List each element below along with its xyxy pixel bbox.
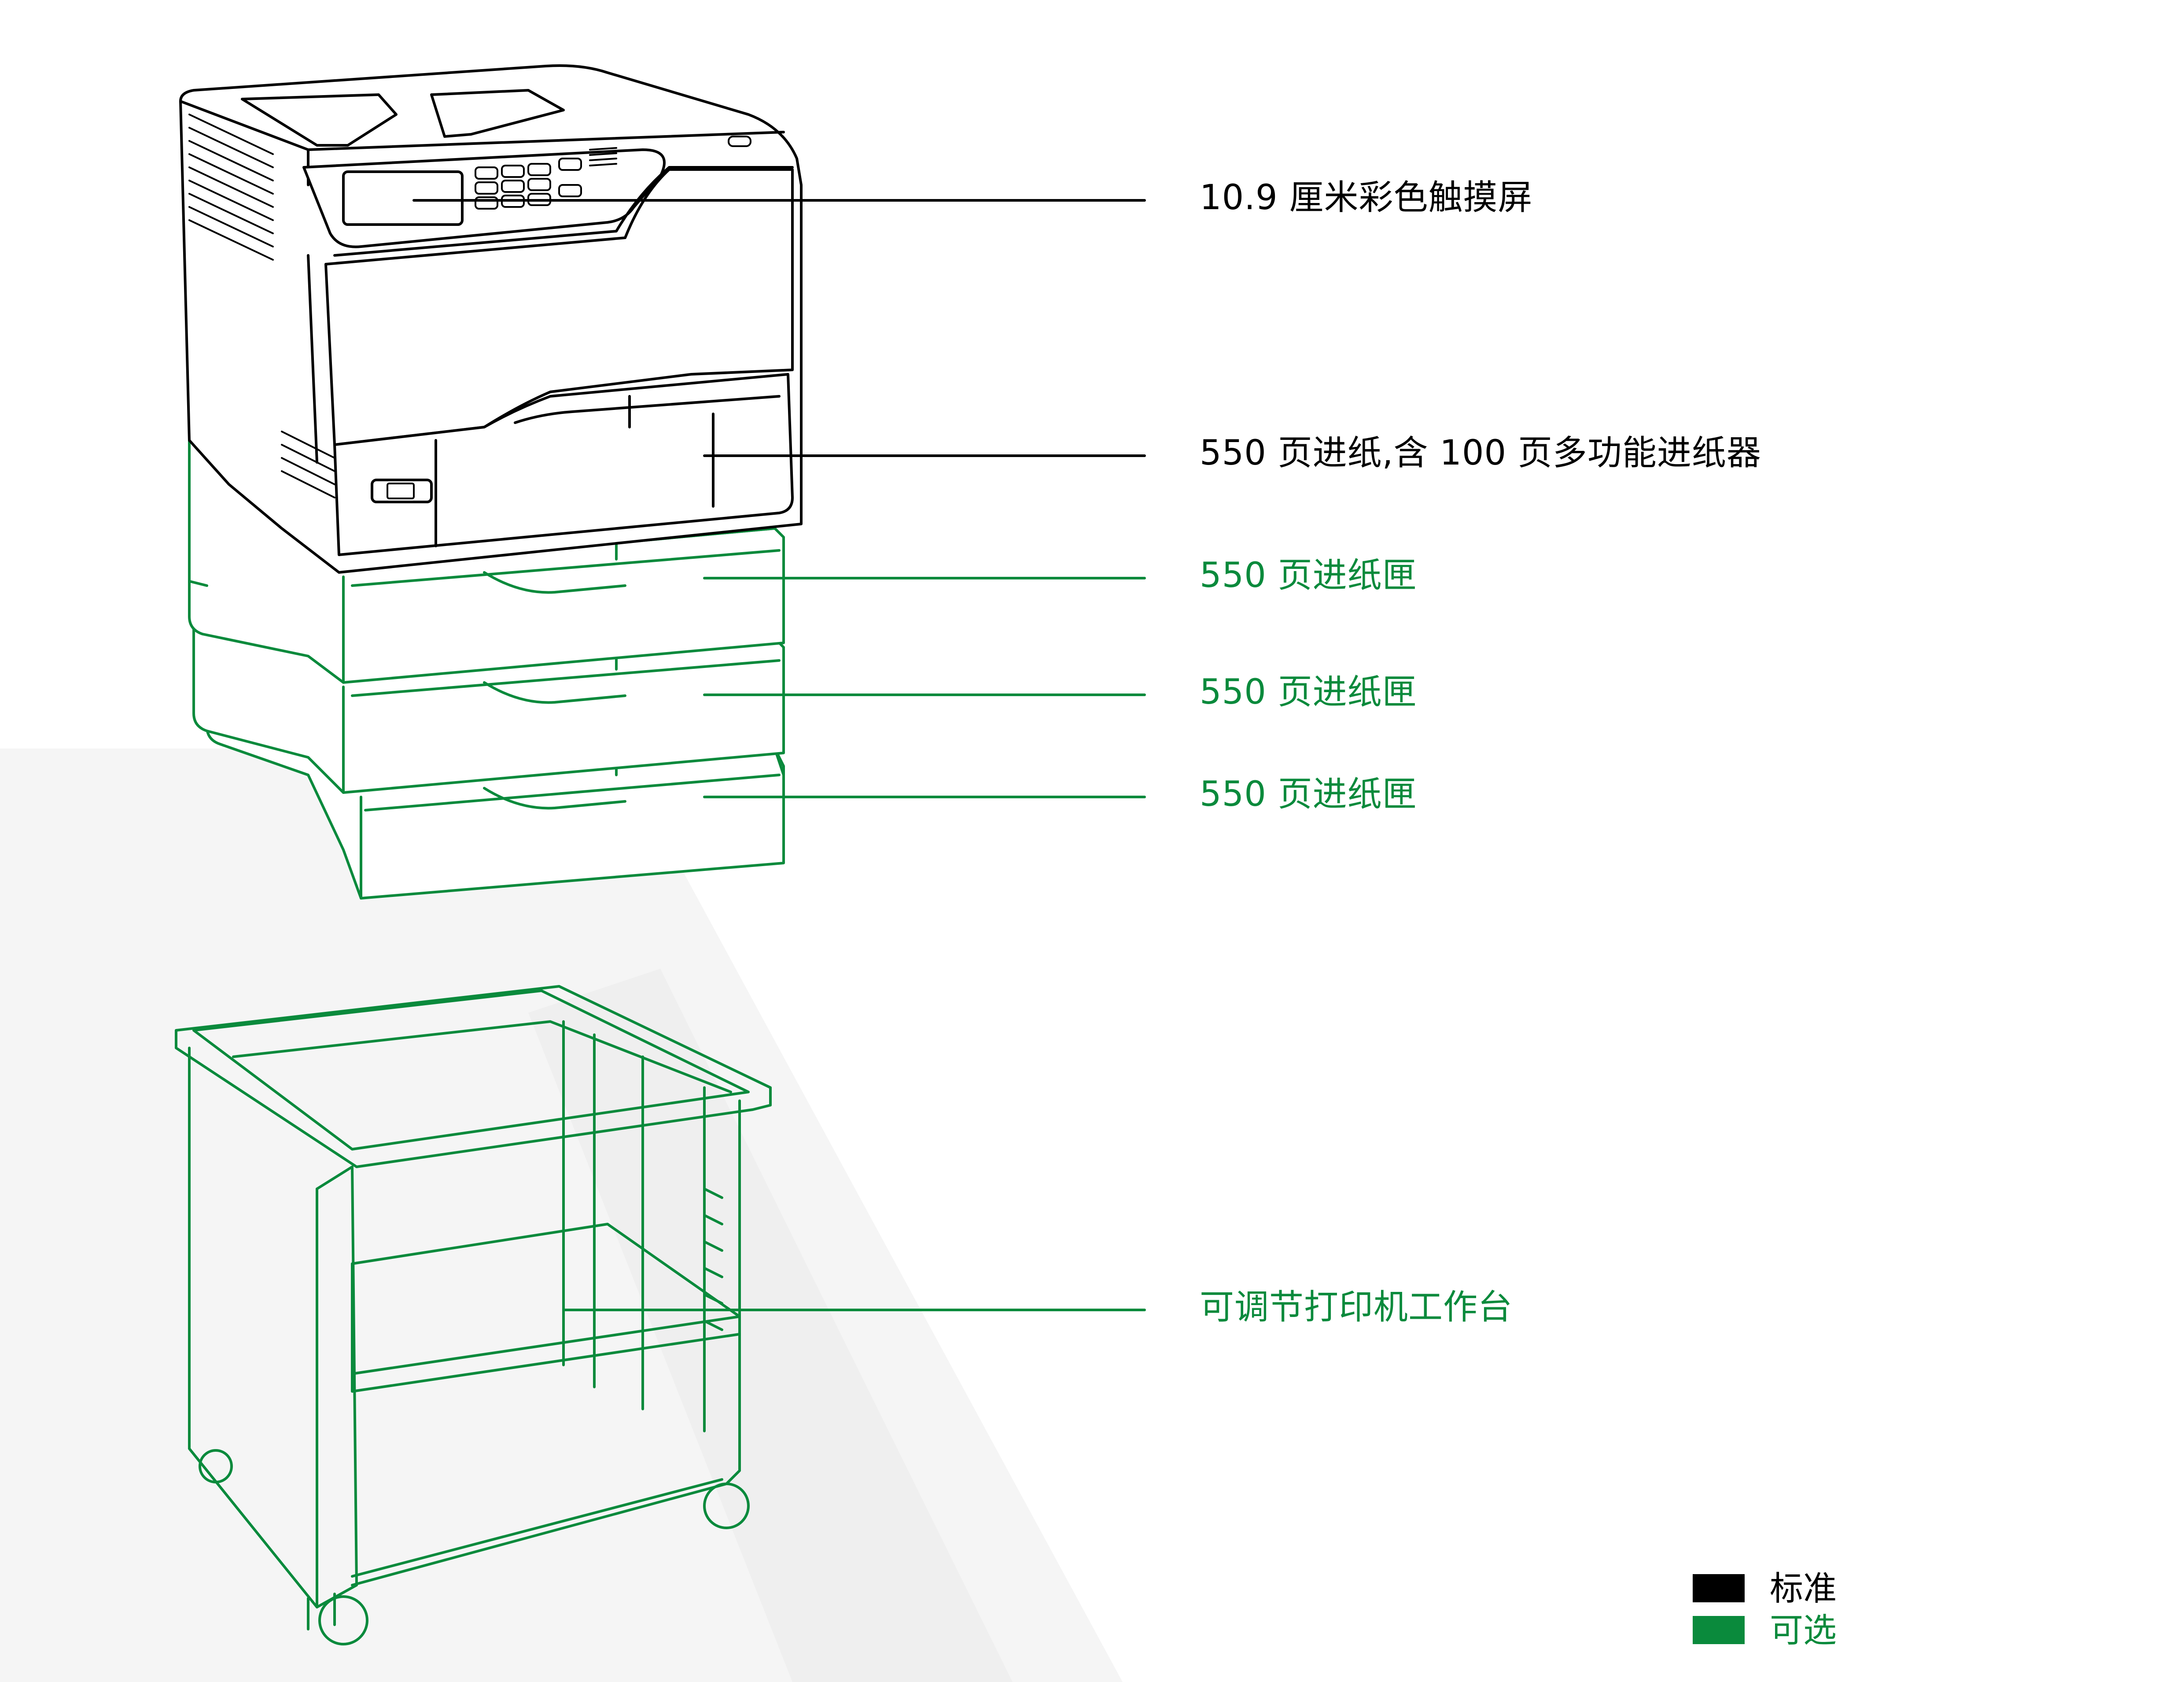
callout-standard-tray-label: 550 页进纸,含 100 页多功能进纸器 <box>1200 433 1761 473</box>
legend-optional-swatch <box>1693 1616 1745 1644</box>
touchscreen-display <box>342 170 464 226</box>
legend-optional-label: 可选 <box>1770 1611 1837 1650</box>
callout-optional-tray-2-label: 550 页进纸匣 <box>1200 672 1417 712</box>
output-tray <box>241 93 398 147</box>
callout-optional-tray-1-label: 550 页进纸匣 <box>1200 556 1417 595</box>
callout-lines <box>412 199 1146 1311</box>
callout-printer-stand-label: 可调节打印机工作台 <box>1200 1287 1513 1327</box>
stand-drawing <box>175 985 772 1645</box>
legend-standard-label: 标准 <box>1770 1569 1837 1608</box>
printer-drawing <box>179 64 803 574</box>
standard-tray-shape <box>333 373 794 556</box>
optional-trays-drawing <box>188 435 785 900</box>
vent-grille <box>188 114 274 261</box>
legend-standard-swatch <box>1693 1574 1745 1602</box>
callout-touchscreen-label: 10.9 厘米彩色触摸屏 <box>1200 178 1533 218</box>
background-shadow-inner <box>528 969 1013 1682</box>
background-shadow <box>0 749 1123 1682</box>
keypad <box>475 158 582 210</box>
callout-optional-tray-3-label: 550 页进纸匣 <box>1200 775 1417 814</box>
